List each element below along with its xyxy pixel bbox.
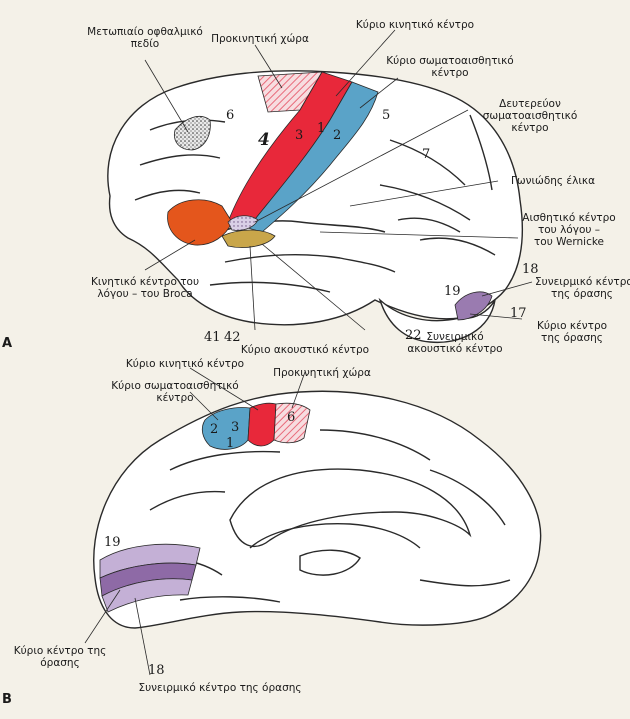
label-primary-somatosensory: Κύριο σωματοαισθητικό κέντρο xyxy=(386,55,514,79)
panel-a-letter: A xyxy=(2,336,13,351)
label-b-primary-motor: Κύριο κινητικό κέντρο xyxy=(125,358,245,370)
area-num-7: 7 xyxy=(422,147,431,162)
area-primary-auditory xyxy=(221,229,276,248)
area-num-3: 3 xyxy=(295,128,304,143)
label-primary-visual-a: Κύριο κέντρο της όρασης xyxy=(536,320,608,344)
b-area-num-19: 19 xyxy=(104,535,121,550)
b-area-num-1: 1 xyxy=(226,436,235,451)
b-area-num-2: 2 xyxy=(210,422,219,437)
area-num-22: 22 xyxy=(405,328,422,343)
area-primary-somatosensory xyxy=(247,81,379,233)
label-premotor-area: Προκινητική χώρα xyxy=(211,33,309,45)
label-secondary-somatosensory: Δευτερεύον σωματοαισθητικό κέντρο xyxy=(482,98,578,134)
label-visual-association-a: Συνειρμικό κέντρο της όρασης xyxy=(535,276,630,300)
label-broca: Κινητικό κέντρο του λόγου – του Broca xyxy=(90,276,200,300)
area-num-19: 19 xyxy=(444,284,461,299)
panel-b-letter: B xyxy=(2,692,12,707)
b-area-premotor xyxy=(273,402,311,444)
area-num-1: 1 xyxy=(317,121,326,136)
panel-a-areas xyxy=(167,71,493,321)
label-b-premotor-area: Προκινητική χώρα xyxy=(273,367,371,379)
b-area-num-18: 18 xyxy=(148,663,165,678)
panel-b-leaders xyxy=(84,367,306,676)
label-b-primary-visual: Κύριο κέντρο της όρασης xyxy=(13,645,107,669)
area-broca xyxy=(167,199,233,246)
label-auditory-association: Συνειρμικό ακουστικό κέντρο xyxy=(407,331,503,355)
panel-a-cerebellum xyxy=(378,297,496,344)
area-num-18: 18 xyxy=(522,262,539,277)
b-area-visual-association-lower xyxy=(101,578,193,613)
area-num-2: 2 xyxy=(333,128,342,143)
panel-a-leaders xyxy=(144,29,533,331)
b-area-somatosensory xyxy=(201,407,251,450)
panel-b-areas xyxy=(99,402,311,613)
label-wernicke: Αισθητικό κέντρο του λόγου – του Wernick… xyxy=(522,212,616,248)
b-area-num-3: 3 xyxy=(231,420,240,435)
panel-b-corpus-callosum xyxy=(229,468,472,548)
label-b-primary-somatosensory: Κύριο σωματοαισθητικό κέντρο xyxy=(111,380,239,404)
area-num-5: 5 xyxy=(382,108,391,123)
label-b-visual-association: Συνειρμικό κέντρο της όρασης xyxy=(138,682,302,694)
b-area-num-6: 6 xyxy=(287,410,296,425)
b-area-motor xyxy=(247,402,277,447)
label-primary-motor: Κύριο κινητικό κέντρο xyxy=(355,19,475,31)
area-primary-visual-a xyxy=(454,291,493,321)
area-num-6: 6 xyxy=(226,108,235,123)
label-frontal-eye-field: Μετωπιαίο οφθαλμικό πεδίο xyxy=(87,26,203,50)
panel-a-brain xyxy=(107,70,523,344)
label-angular-gyrus: Γωνιώδης έλικα xyxy=(511,175,595,187)
area-num-42: 42 xyxy=(224,330,241,345)
panel-b-brain xyxy=(93,390,542,629)
area-num-41: 41 xyxy=(204,330,221,345)
panel-a-cortex-outline xyxy=(107,70,523,326)
area-num-4: 4 xyxy=(258,130,270,150)
label-primary-auditory: Κύριο ακουστικό κέντρο xyxy=(240,344,370,356)
area-num-17: 17 xyxy=(510,306,527,321)
